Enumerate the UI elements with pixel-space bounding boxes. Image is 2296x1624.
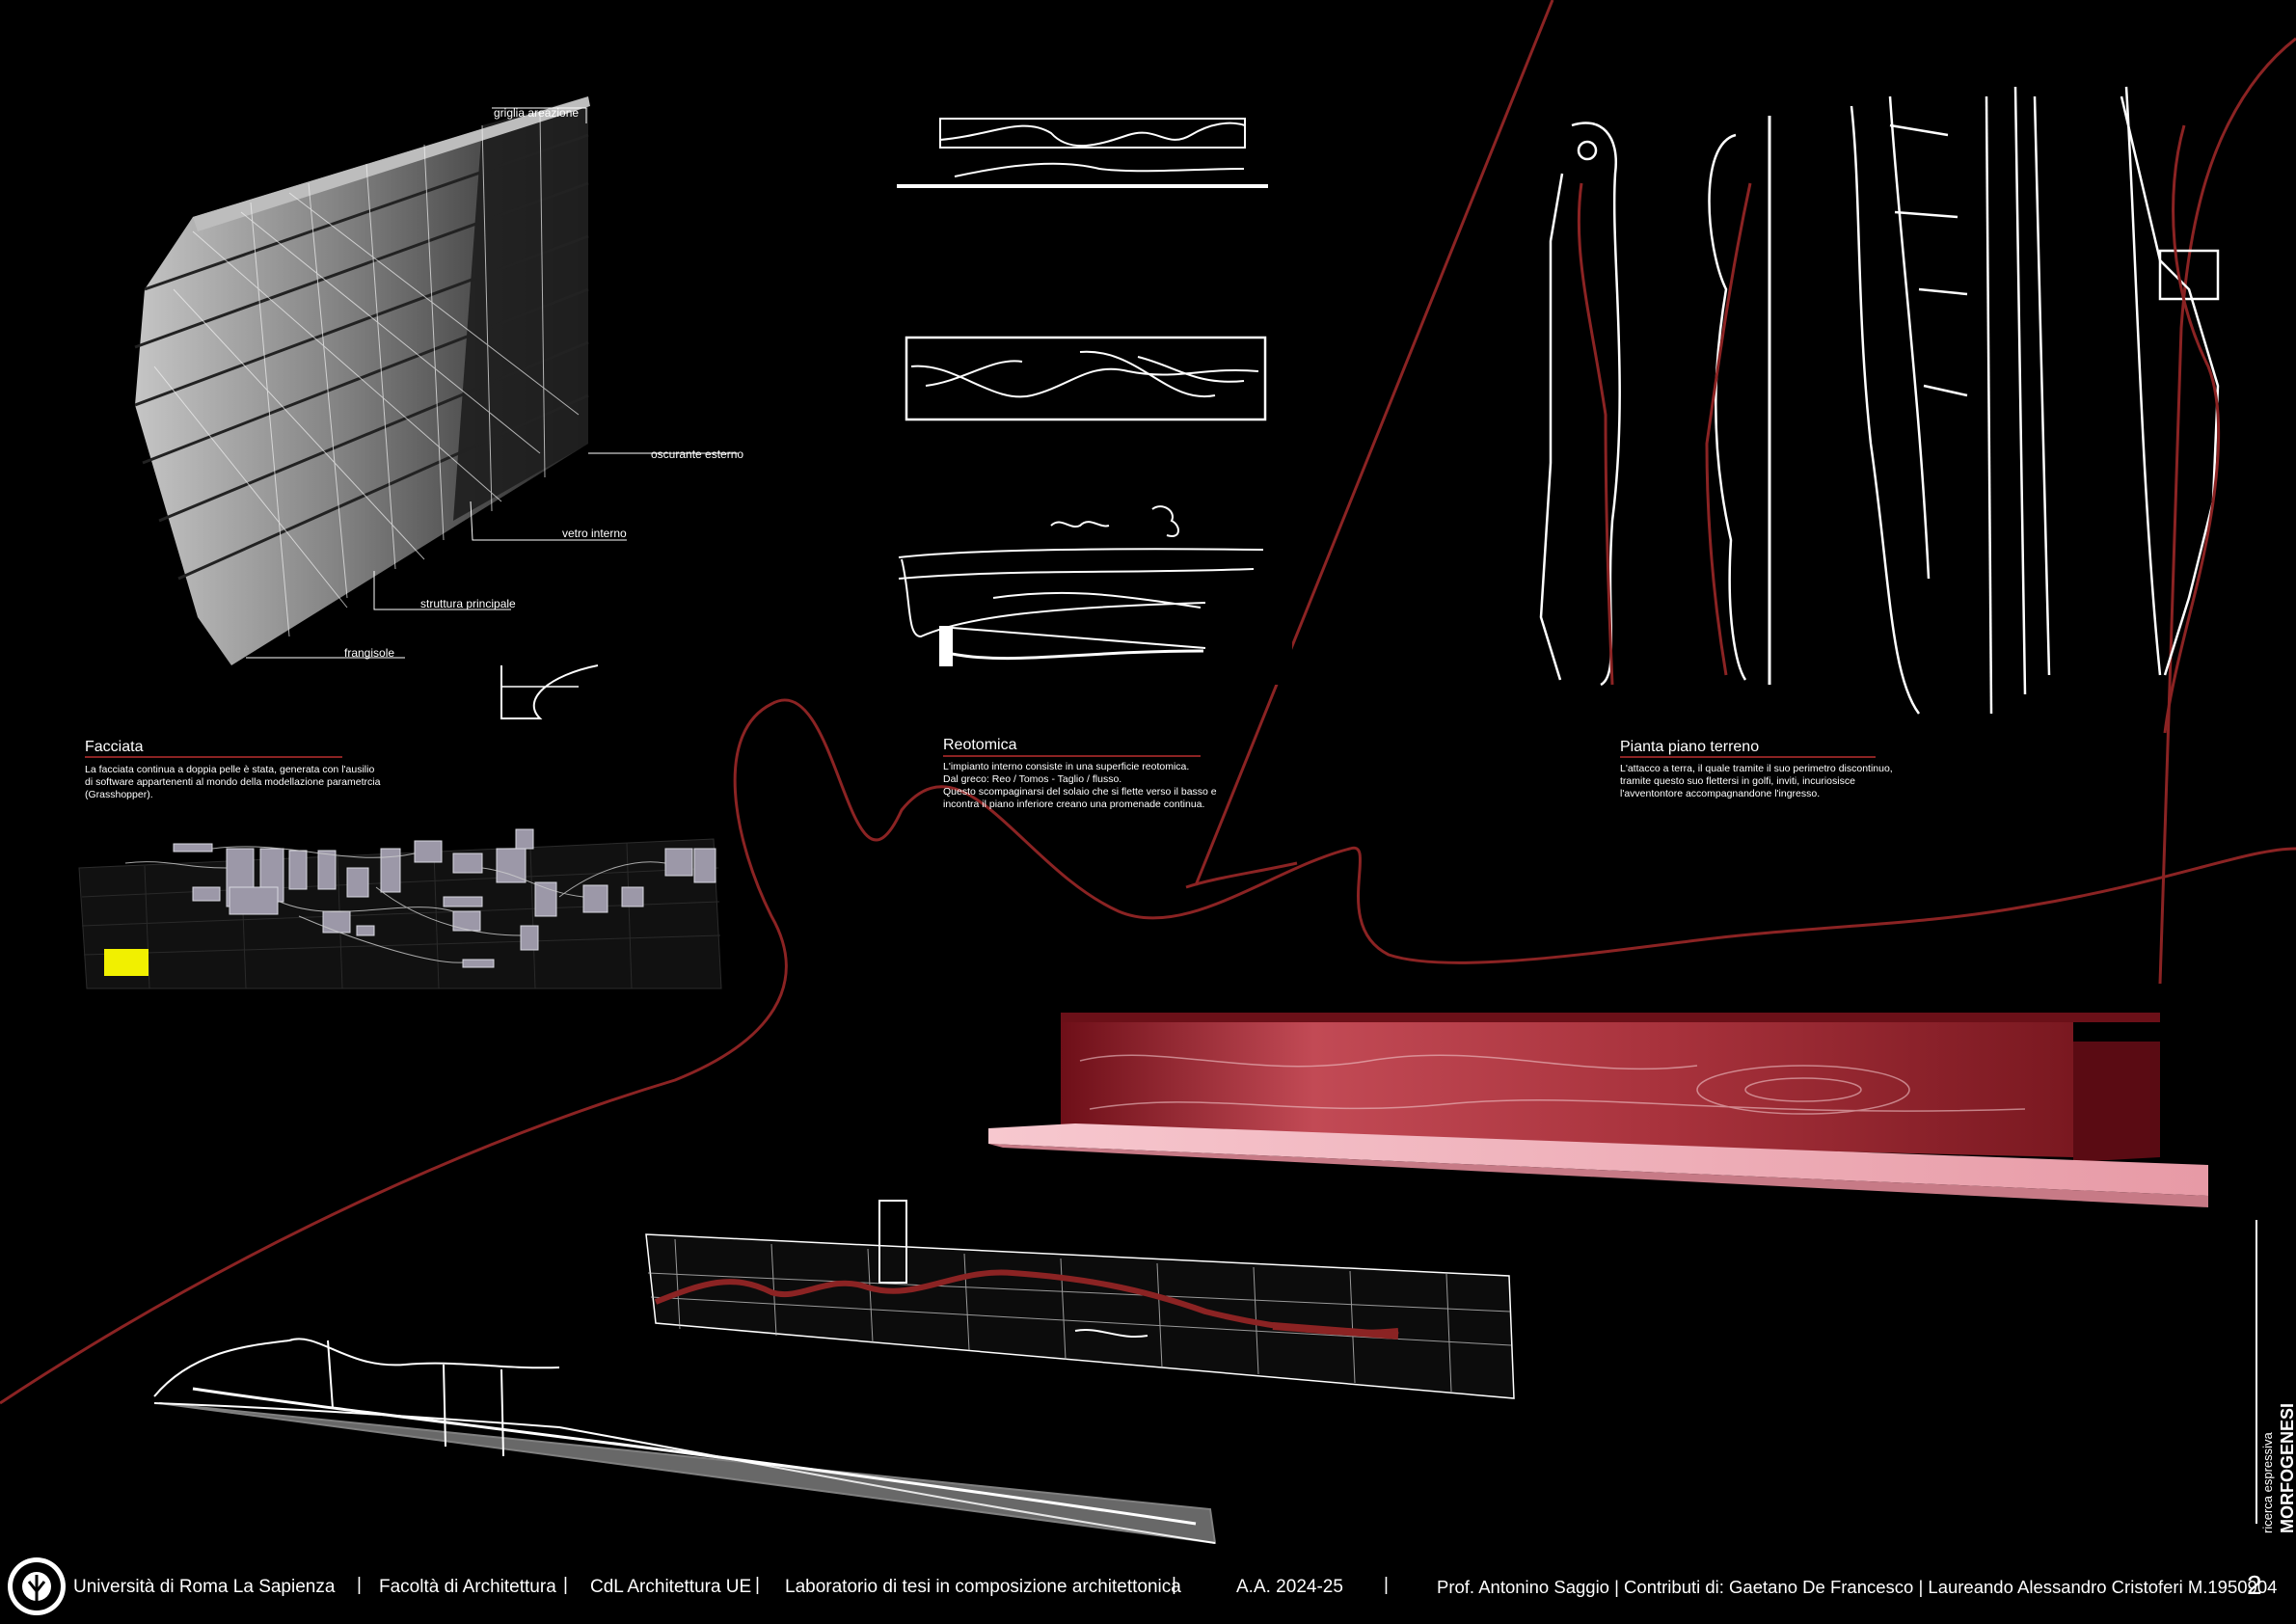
pianta-sketches [1539, 86, 2220, 715]
footer-separator: | [1384, 1575, 1389, 1595]
facciata-text: La facciata continua a doppia pelle è st… [85, 764, 381, 800]
label-vetro: vetro interno [562, 527, 627, 540]
label-struttura: struttura principale [420, 597, 516, 610]
footer-separator: | [357, 1575, 362, 1595]
footer-lab: Laboratorio di tesi in composizione arch… [785, 1577, 1181, 1597]
label-oscurante: oscurante esterno [651, 447, 744, 461]
footer-year: A.A. 2024-25 [1236, 1577, 1343, 1597]
facciata-title: Facciata [85, 739, 144, 755]
reotomica-line-3: Questo scompaginarsi del solaio che si f… [943, 786, 1217, 798]
reotomica-line-2: Dal greco: Reo / Tomos - Taglio / flusso… [943, 773, 1122, 785]
grasshopper-diagram [78, 828, 722, 989]
footer-faculty: Facoltà di Architettura [379, 1577, 556, 1597]
sapienza-seal-icon [8, 1557, 66, 1615]
side-title: MORFOGENESI [2278, 1402, 2296, 1533]
red-volume-render [988, 1013, 2208, 1207]
pianta-title: Pianta piano terreno [1620, 739, 1760, 755]
facade-3d-drawing [134, 96, 738, 719]
red-flow-line [0, 0, 2296, 1405]
pianta-line-1: L'attacco a terra, il quale tramite il s… [1620, 763, 1893, 774]
section-sketch [645, 1200, 1515, 1399]
side-subtitle: ricerca espressiva [2260, 1432, 2275, 1533]
footer-course: CdL Architettura UE [590, 1577, 752, 1597]
perspective-sketch [153, 1338, 1217, 1545]
reotomica-line-1: L'impianto interno consiste in una super… [943, 761, 1190, 772]
reotomica-sketches [885, 118, 1292, 685]
label-frangisole: frangisole [344, 646, 395, 660]
footer-separator: | [563, 1575, 568, 1595]
reotomica-line-4: incontra il piano inferiore creano una p… [943, 798, 1205, 810]
pianta-line-2: tramite questo suo flettersi in golfi, i… [1620, 775, 1855, 787]
footer-separator: | [1172, 1575, 1176, 1595]
footer-credits: Prof. Antonino Saggio | Contributi di: G… [1437, 1577, 2278, 1597]
footer-separator: | [755, 1575, 760, 1595]
page-number: 2 [2247, 1570, 2262, 1600]
reotomica-title: Reotomica [943, 737, 1017, 753]
footer-university: Università di Roma La Sapienza [73, 1577, 336, 1597]
pianta-line-3: l'avventontore accompagnandone l'ingress… [1620, 788, 1821, 799]
label-griglia: griglia areazione [494, 106, 580, 120]
